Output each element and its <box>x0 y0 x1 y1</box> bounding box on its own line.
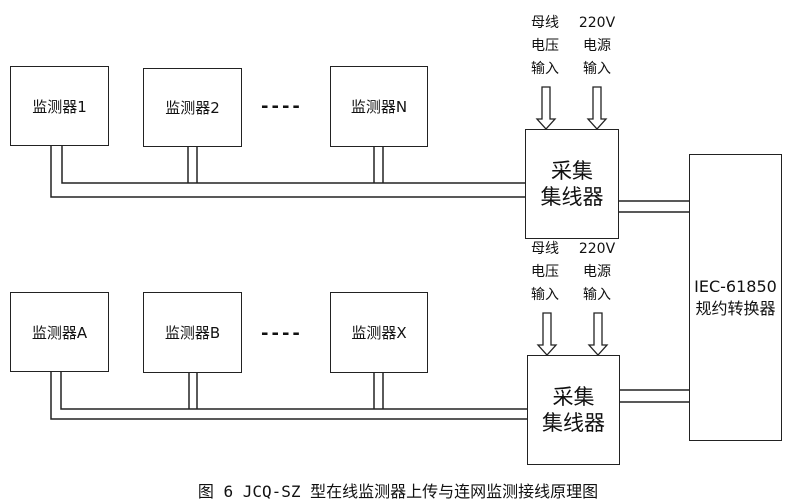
converter-label-line2: 规约转换器 <box>695 298 776 318</box>
figure-caption: 图 6 JCQ-SZ 型在线监测器上传与连网监测接线原理图 <box>197 482 599 501</box>
monitor-box[interactable]: 监测器X <box>330 292 428 373</box>
monitor-box[interactable]: 监测器B <box>143 292 242 373</box>
arrow-down-icon <box>587 312 609 356</box>
protocol-converter-box[interactable]: IEC-61850 规约转换器 <box>689 154 782 441</box>
collector-label-line2: 集线器 <box>540 185 604 209</box>
monitor-label: 监测器1 <box>32 97 87 116</box>
arrow-down-icon <box>586 86 608 130</box>
bus-outer-top <box>50 145 525 198</box>
monitor-label: 监测器A <box>31 323 88 342</box>
bus-outer-bottom <box>50 372 527 420</box>
monitor-box[interactable]: 监测器A <box>10 292 109 372</box>
converter-label-line1: IEC-61850 <box>694 276 777 296</box>
monitor-label: 监测器2 <box>165 99 220 117</box>
ellipsis: ---- <box>261 96 303 117</box>
collector-box[interactable]: 采集 集线器 <box>527 355 620 465</box>
monitor-box[interactable]: 监测器2 <box>143 68 242 147</box>
input-label-power: 220V 电源 输入 <box>578 241 616 303</box>
input-label-power: 220V 电源 输入 <box>578 15 616 77</box>
bus-inner-top <box>61 145 525 184</box>
collector-box[interactable]: 采集 集线器 <box>525 129 619 239</box>
arrow-down-icon <box>535 86 557 130</box>
collector-label-line1: 采集 <box>552 385 595 409</box>
input-label-bus-voltage: 母线 电压 输入 <box>531 241 559 303</box>
monitor-label: 监测器B <box>164 324 221 342</box>
monitor-box[interactable]: 监测器1 <box>10 66 109 146</box>
monitor-box[interactable]: 监测器N <box>330 66 428 147</box>
collector-label-line2: 集线器 <box>542 411 605 435</box>
ellipsis: ---- <box>261 323 303 344</box>
monitor-label: 监测器N <box>350 98 408 116</box>
collector-label-line1: 采集 <box>551 159 593 183</box>
input-label-bus-voltage: 母线 电压 输入 <box>531 15 559 77</box>
arrow-down-icon <box>536 312 558 356</box>
monitor-label: 监测器X <box>351 324 407 342</box>
bus-inner-bottom <box>60 372 527 410</box>
